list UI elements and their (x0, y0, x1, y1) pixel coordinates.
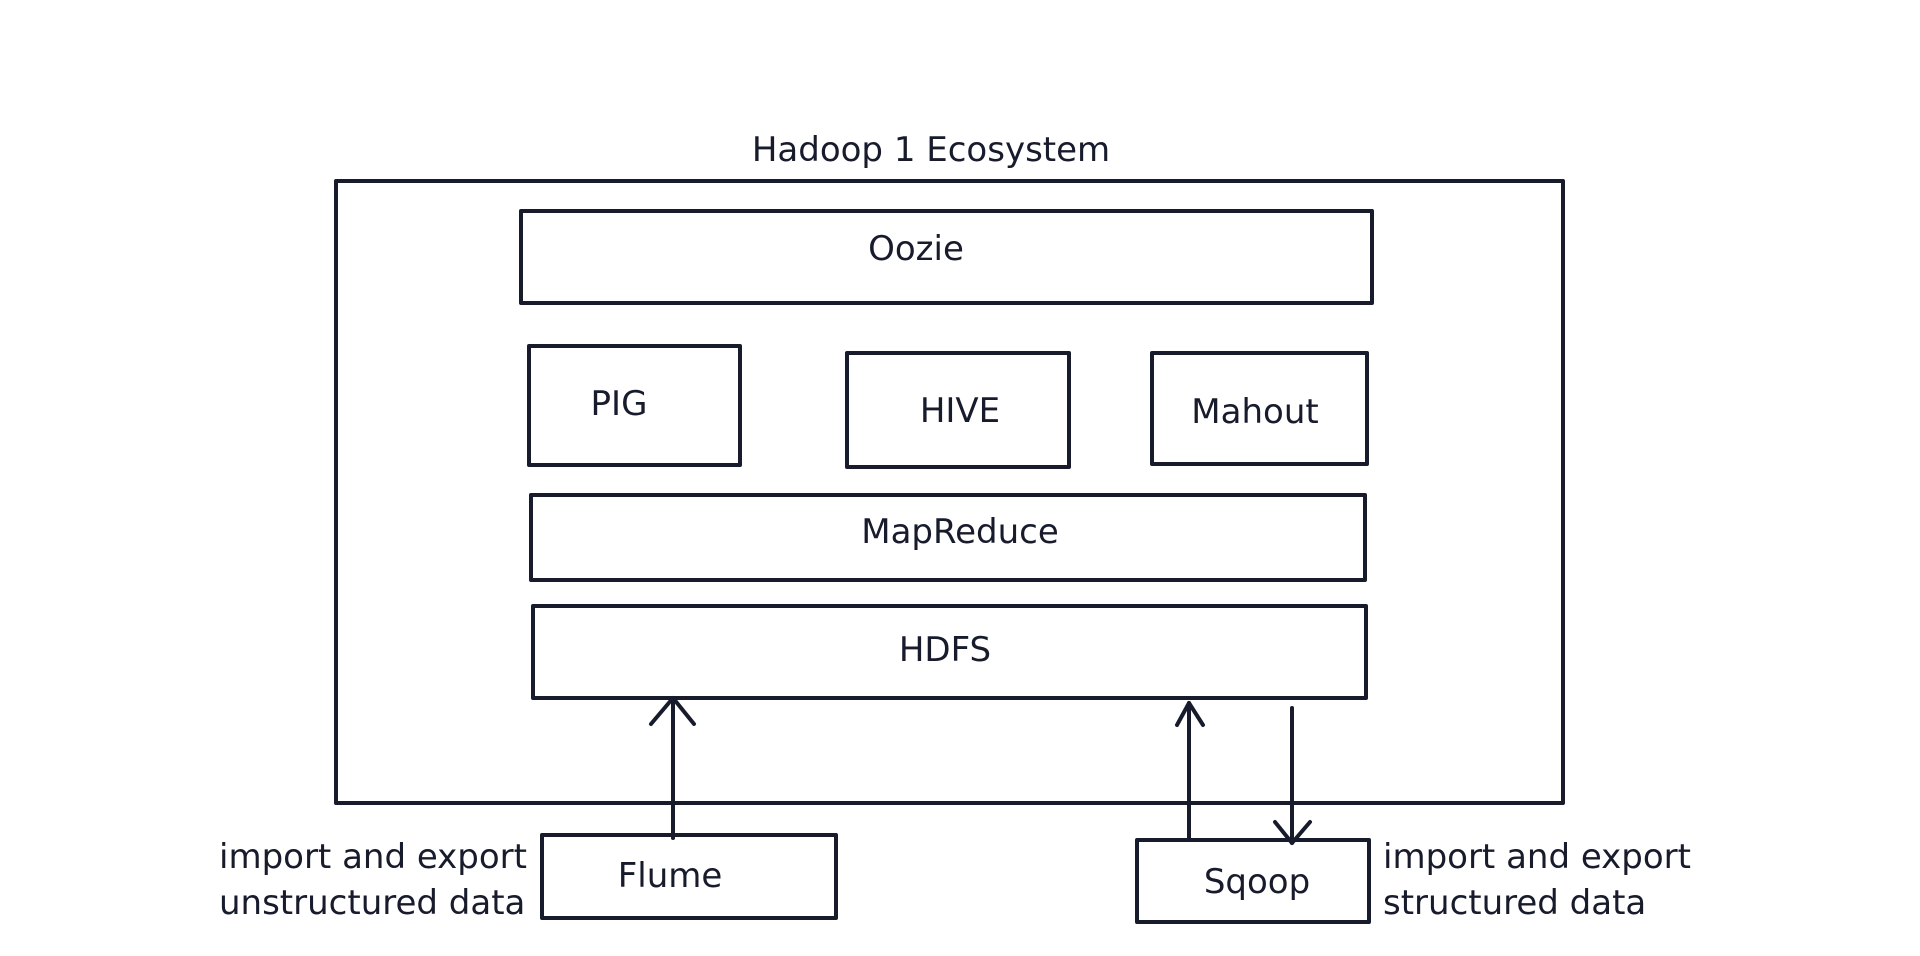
flume-note: import and export unstructured data (219, 834, 527, 926)
hdfs-to-sqoop-arrow (1273, 706, 1312, 845)
oozie-label: Oozie (868, 229, 964, 269)
flume-box (540, 833, 838, 920)
hdfs-label: HDFS (898, 630, 992, 670)
ecosystem-boundary (334, 179, 1565, 805)
oozie-box (519, 209, 1374, 305)
flume-to-hdfs-arrow (649, 696, 696, 840)
mahout-label: Mahout (1191, 392, 1319, 432)
flume-note-line-2: unstructured data (219, 883, 526, 923)
hive-box (845, 351, 1071, 469)
flume-note-line-1: import and export (219, 837, 527, 877)
sqoop-box (1135, 838, 1371, 924)
flume-label: Flume (617, 856, 723, 896)
diagram-title: Hadoop 1 Ecosystem (751, 130, 1111, 170)
pig-label: PIG (590, 384, 648, 424)
sqoop-note-line-1: import and export (1383, 837, 1691, 877)
mapreduce-label: MapReduce (861, 512, 1059, 552)
hdfs-box (531, 604, 1368, 700)
sqoop-label: Sqoop (1203, 862, 1311, 902)
mapreduce-box (529, 493, 1367, 582)
sqoop-note-line-2: structured data (1383, 883, 1647, 923)
pig-box (527, 344, 742, 467)
sqoop-to-hdfs-arrow (1175, 701, 1205, 842)
hive-label: HIVE (919, 391, 1001, 431)
mahout-box (1150, 351, 1369, 466)
sqoop-note: import and export structured data (1383, 834, 1691, 926)
